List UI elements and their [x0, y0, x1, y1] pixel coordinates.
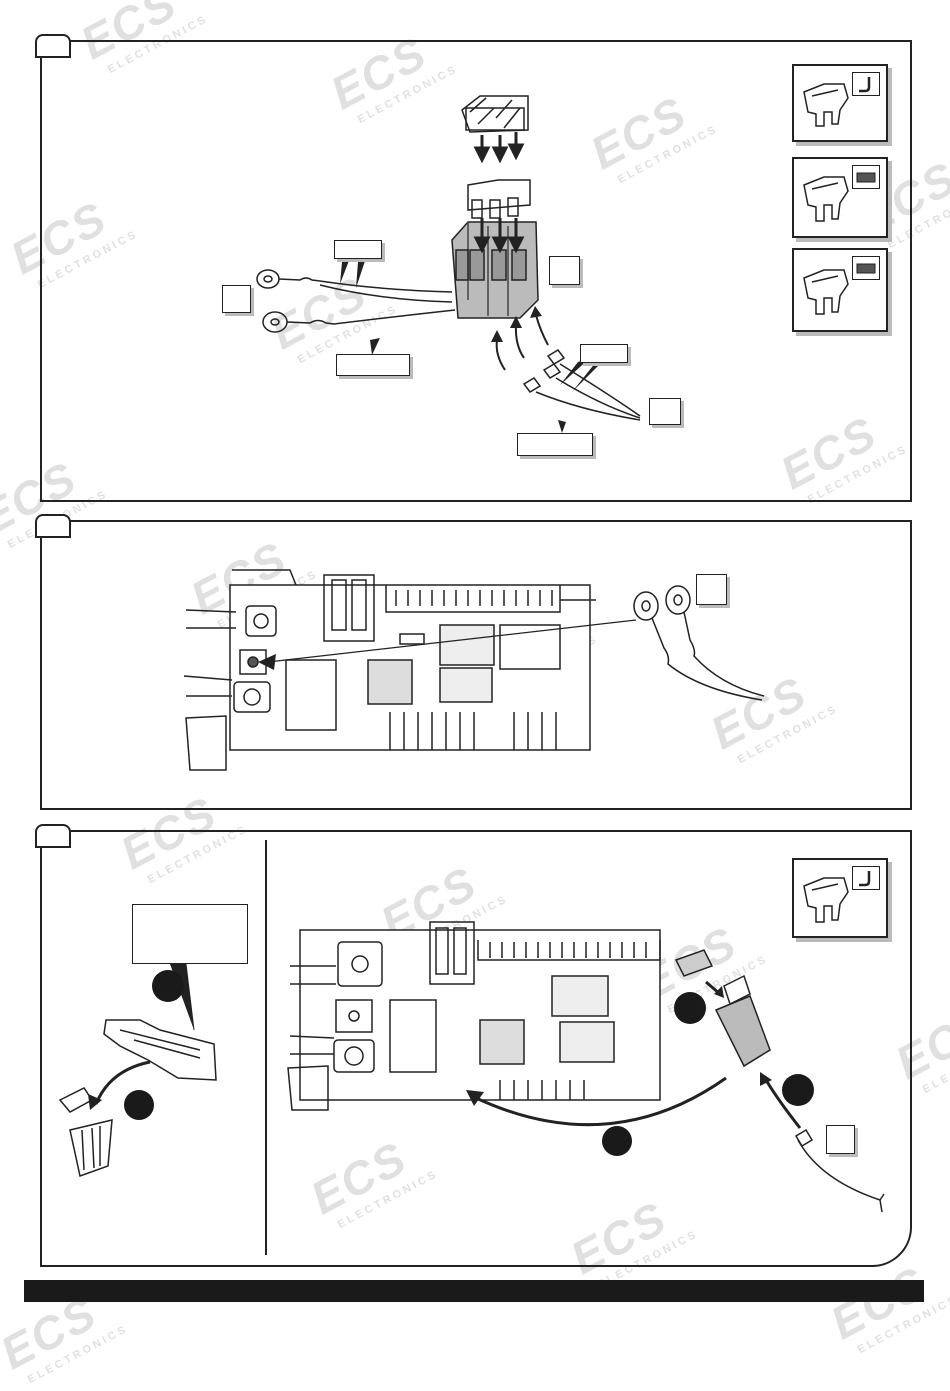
fuse-icon	[803, 176, 849, 222]
label-box	[649, 398, 681, 425]
step-2-panel	[40, 520, 912, 810]
label-box	[517, 433, 593, 456]
fuse-card	[792, 64, 888, 142]
wire-hook-icon	[852, 72, 880, 96]
panel-divider	[265, 840, 267, 1255]
fuse-card	[792, 858, 888, 938]
fuse-card	[792, 157, 888, 238]
fuse-removal-diagram	[58, 911, 885, 1213]
wire-hook-icon	[852, 866, 880, 890]
tool-inset	[132, 904, 248, 964]
label-box	[334, 240, 382, 259]
fuse-icon	[803, 269, 849, 315]
footer-bar	[24, 1280, 924, 1302]
connector-icon	[852, 165, 880, 189]
relay-assembly-diagram	[256, 95, 641, 433]
step-1-panel	[40, 40, 912, 502]
step-number-circle	[152, 970, 184, 1002]
fuse-icon	[803, 877, 849, 923]
step-number-circle	[674, 992, 706, 1024]
fuse-box-ground-diagram	[183, 569, 765, 771]
label-box	[826, 1125, 855, 1154]
step-number-circle	[602, 1126, 632, 1156]
step-2-marker	[35, 514, 71, 538]
label-box	[580, 344, 628, 363]
step-number-circle	[782, 1074, 814, 1106]
label-box	[696, 574, 727, 605]
connector-icon	[852, 256, 880, 280]
step-1-marker	[35, 34, 71, 58]
label-box	[222, 285, 251, 313]
step-number-circle	[124, 1090, 154, 1120]
label-box	[336, 354, 410, 376]
fuse-icon	[803, 83, 849, 127]
fuse-card	[792, 248, 888, 332]
label-box	[549, 256, 580, 285]
step-3-panel	[40, 830, 912, 1267]
step-3-marker	[35, 824, 71, 848]
